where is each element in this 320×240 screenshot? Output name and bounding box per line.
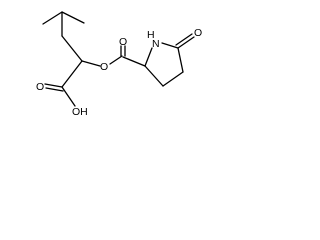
bond-lactam-double-2 xyxy=(175,33,193,46)
atom-carboxyl-o: O xyxy=(36,81,44,93)
atom-ring-h: H xyxy=(147,29,155,41)
bond-carboxyl-double-2 xyxy=(45,87,64,92)
bond-ring-ch2-ch2 xyxy=(162,71,184,87)
bond-ester-ring xyxy=(122,56,146,67)
structure-canvas: O O N H O O OH xyxy=(0,0,232,130)
bond-alpha-carboxyl xyxy=(61,60,83,88)
atom-label-layer: O O N H O O OH xyxy=(36,27,202,118)
bond-carboxyl-oh xyxy=(61,86,76,107)
bond-ester-o-c xyxy=(109,55,123,65)
atom-ester-o: O xyxy=(100,61,108,73)
atom-ester-carbonyl-o: O xyxy=(119,36,127,48)
bond-layer xyxy=(42,11,195,107)
bond-methyl-left xyxy=(42,11,63,25)
bond-ch2-alpha xyxy=(61,35,83,62)
bond-ring-ch2-ca xyxy=(144,65,164,87)
bond-carboxyl-double-1 xyxy=(44,83,63,88)
bond-ring-ca-n xyxy=(144,47,153,67)
atom-lactam-o: O xyxy=(194,27,202,39)
bond-ring-n-co xyxy=(161,42,179,49)
atom-hydroxyl: OH xyxy=(72,106,88,118)
bond-alpha-ester-o xyxy=(81,60,101,67)
bond-ring-co-ch2 xyxy=(177,47,184,73)
molecule-diagram: O O N H O O OH xyxy=(36,11,202,118)
bond-methyl-right xyxy=(61,11,85,24)
atom-ring-n: N xyxy=(152,38,160,50)
bond-lactam-double-1 xyxy=(177,36,195,49)
